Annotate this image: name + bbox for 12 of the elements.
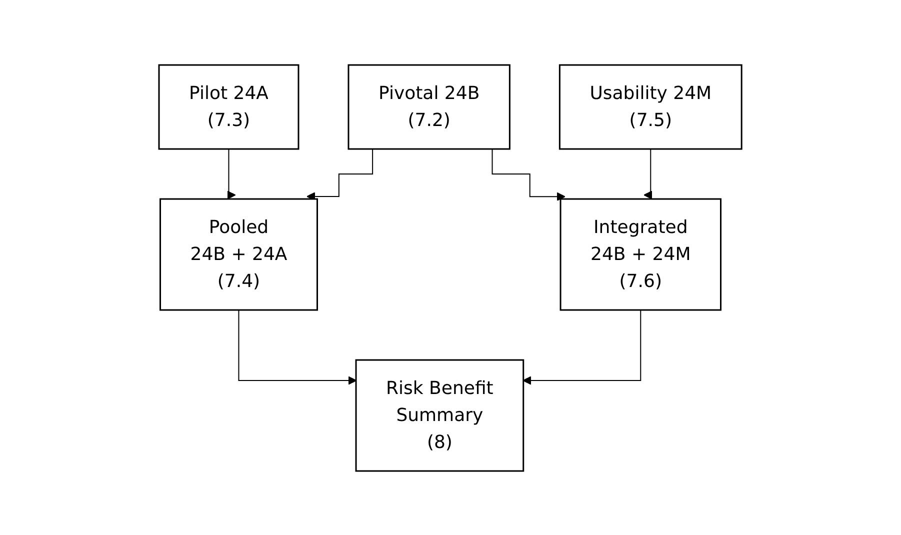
arrow	[644, 148, 653, 199]
arrow	[238, 309, 357, 384]
node-box: Usability 24M (7.5)	[559, 64, 743, 150]
arrow	[306, 148, 374, 200]
node-box: Pooled 24B + 24A (7.4)	[160, 198, 318, 310]
arrow	[492, 148, 566, 201]
node-box: Risk Benefit Summary (8)	[355, 358, 524, 472]
arrow	[522, 309, 642, 384]
node-box: Pilot 24A (7.3)	[158, 64, 300, 150]
arrow	[227, 148, 236, 199]
node-box: Pivotal 24B (7.2)	[348, 64, 511, 150]
node-box: Integrated 24B + 24M (7.6)	[560, 198, 722, 310]
